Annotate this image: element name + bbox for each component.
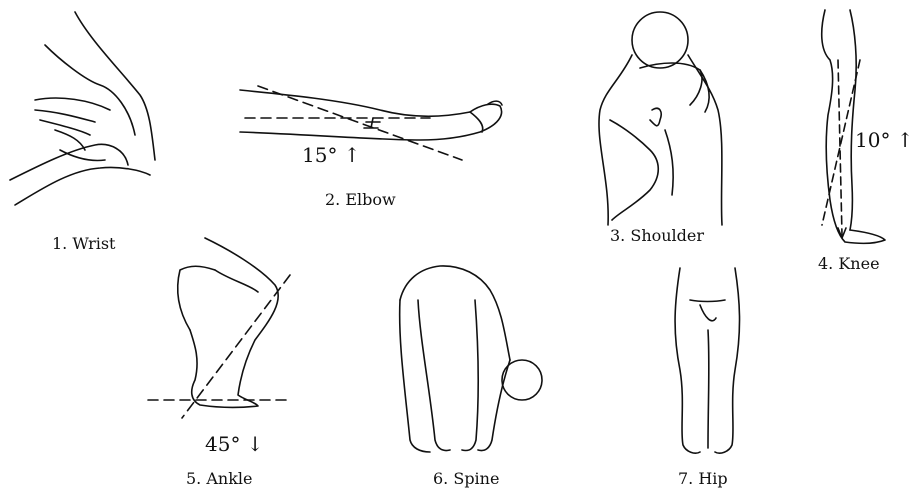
knee-angle-label: 10° ↑	[855, 128, 914, 152]
ankle-angle-label: 45° ↓	[205, 432, 264, 456]
hip-illustration	[675, 268, 739, 453]
wrist-illustration	[10, 12, 155, 205]
knee-illustration	[822, 10, 885, 243]
spine-illustration	[400, 266, 542, 452]
elbow-label: 2. Elbow	[325, 190, 396, 209]
elbow-illustration	[240, 86, 502, 160]
shoulder-label: 3. Shoulder	[610, 226, 704, 245]
hip-label: 7. Hip	[678, 469, 728, 488]
shoulder-illustration	[599, 12, 722, 225]
knee-label: 4. Knee	[818, 254, 880, 273]
wrist-label: 1. Wrist	[52, 234, 115, 253]
elbow-angle-label: 15° ↑	[302, 143, 361, 167]
ankle-illustration	[148, 238, 292, 418]
ankle-label: 5. Ankle	[186, 469, 253, 488]
spine-label: 6. Spine	[433, 469, 499, 488]
